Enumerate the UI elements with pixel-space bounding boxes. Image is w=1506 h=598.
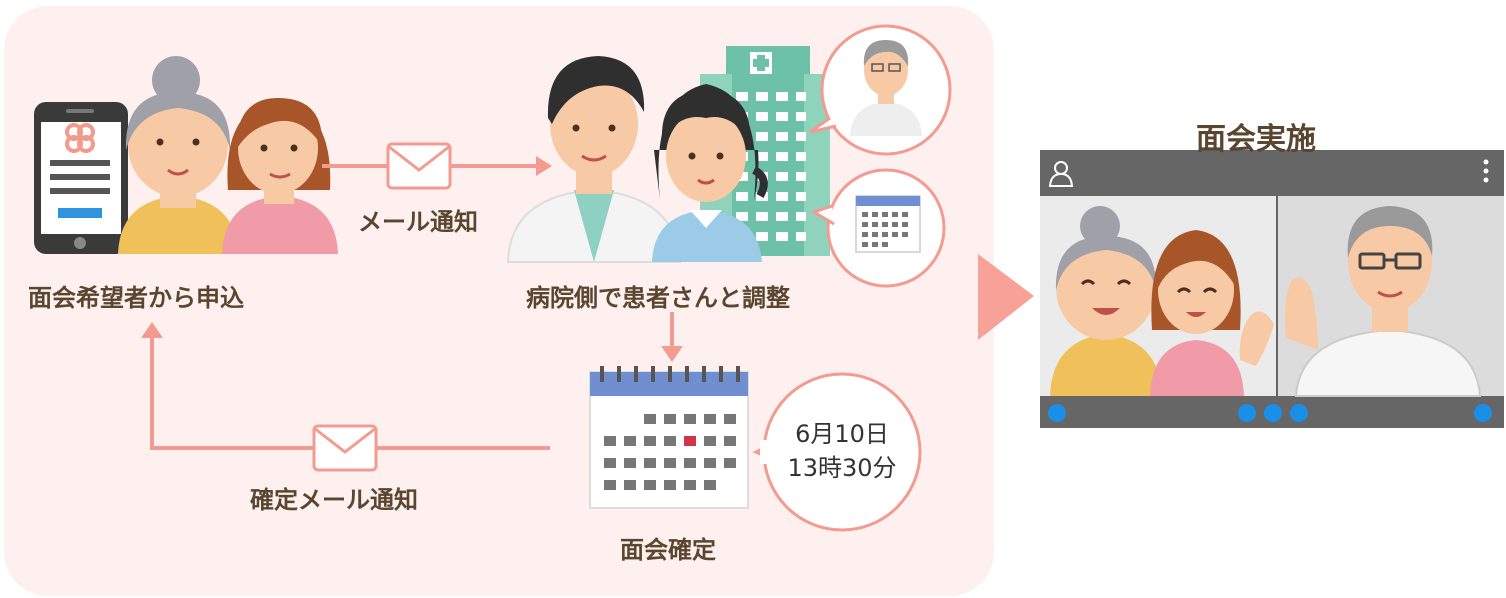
envelope-icon [312, 424, 378, 472]
arrow-head-right [536, 156, 552, 176]
video-doctor [1284, 206, 1482, 397]
label-apply: 面会希望者から申込 [28, 284, 244, 312]
elderly-woman-icon [118, 56, 238, 254]
label-mail-notice: メール通知 [358, 208, 478, 236]
control-right-button[interactable] [1474, 404, 1492, 422]
label-hospital-adjust: 病院側で患者さんと調整 [526, 284, 790, 312]
control-camera-button[interactable] [1264, 404, 1282, 422]
control-mic-button[interactable] [1238, 404, 1256, 422]
bubble-time-text: 13時30分 [787, 454, 897, 482]
video-young-woman [1150, 230, 1274, 396]
video-elderly-woman [1050, 206, 1162, 396]
patient-bubble [809, 24, 952, 156]
arrow-to-video [978, 254, 1034, 340]
more-menu-icon[interactable] [1483, 159, 1489, 183]
bubble-date-text: 6月10日 [795, 420, 889, 448]
male-doctor-icon [506, 56, 682, 263]
user-icon[interactable] [1048, 161, 1074, 187]
calendar-bubble [810, 168, 946, 288]
arrow-head-up [141, 322, 163, 338]
label-execute: 面会実施 [1196, 122, 1316, 157]
nurse-icon [652, 84, 768, 262]
label-confirm: 面会確定 [620, 536, 716, 564]
arrow-to-applicant [150, 336, 550, 450]
control-left-button[interactable] [1048, 404, 1066, 422]
envelope-icon [386, 142, 452, 190]
label-confirm-mail: 確定メール通知 [250, 486, 418, 514]
smartphone-icon [34, 102, 128, 254]
control-end-button[interactable] [1290, 404, 1308, 422]
arrow-head-down [661, 346, 683, 362]
date-bubble [752, 372, 922, 532]
calendar-icon [589, 366, 749, 509]
young-woman-icon [222, 98, 338, 254]
selected-date-mark [684, 436, 696, 446]
